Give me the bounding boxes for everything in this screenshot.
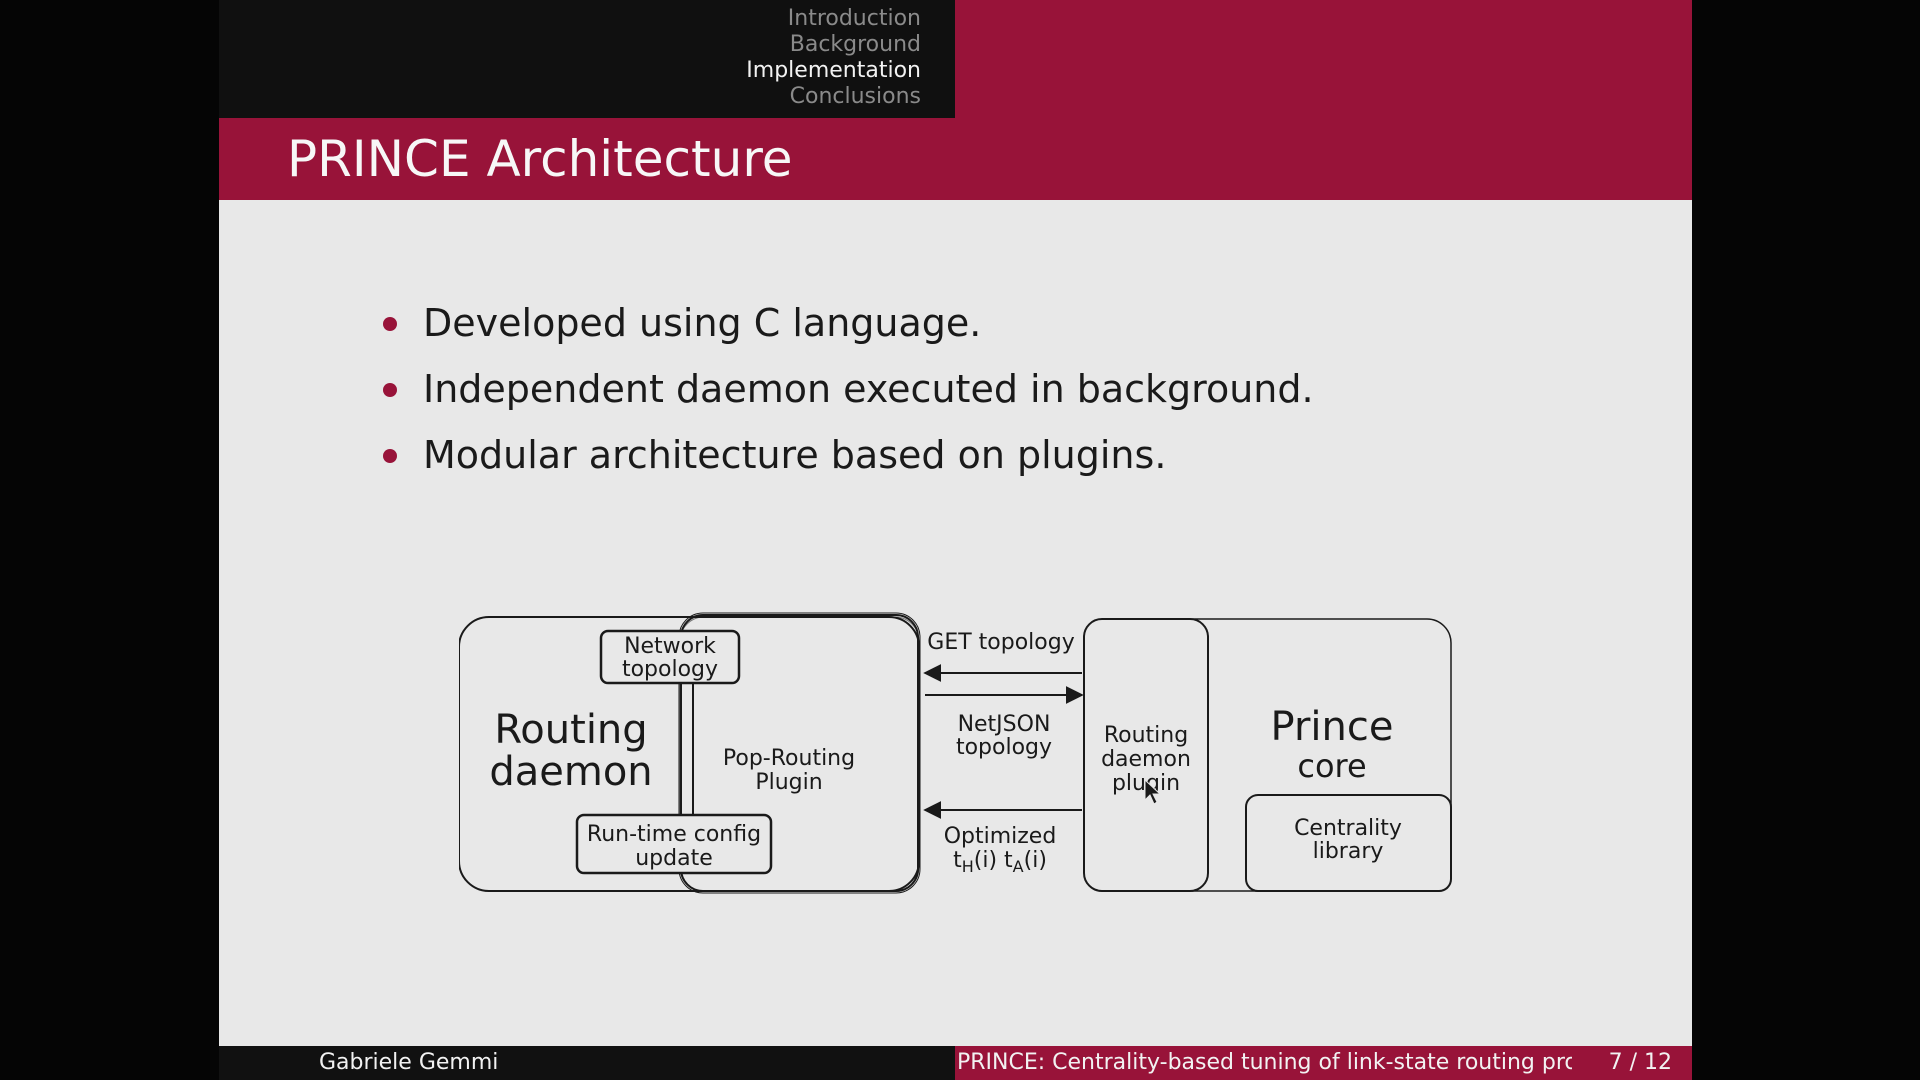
nav-item-background[interactable]: Background [789,32,921,57]
footer-author-bar: Gabriele Gemmi [219,1046,955,1080]
bullet-item: Developed using C language. [379,300,1314,366]
footer-talk-title: PRINCE: Centrality-based tuning of link-… [957,1050,1572,1075]
optimized-label-1: Optimized [944,824,1057,849]
mouse-cursor-icon [1144,778,1162,805]
rd-plugin-label-2: daemon [1101,747,1191,772]
title-bar: PRINCE Architecture [219,118,1692,200]
centrality-label-1: Centrality [1294,816,1402,841]
routing-daemon-label-2: daemon [489,749,652,795]
netjson-label-1: NetJSON [958,712,1051,737]
centrality-library-box [1245,794,1452,892]
pop-routing-label-1: Pop-Routing [723,746,855,771]
routing-daemon-plugin-box [1083,618,1209,892]
routing-daemon-label-1: Routing [494,707,647,753]
routing-daemon-box [458,616,920,892]
bullet-dot-icon [383,449,397,463]
section-list: Introduction Background Implementation C… [746,6,921,110]
network-topology-box [599,629,741,685]
slide-title: PRINCE Architecture [287,130,793,188]
bullet-dot-icon [383,317,397,331]
bullet-list: Developed using C language. Independent … [379,300,1314,498]
runtime-config-label-1: Run-time config [587,822,761,847]
bullet-item: Independent daemon executed in backgroun… [379,366,1314,432]
netjson-label-2: topology [956,735,1052,760]
footer-title-bar: PRINCE: Centrality-based tuning of link-… [955,1046,1692,1080]
footer-page-number: 7 / 12 [1608,1050,1672,1075]
pop-routing-label-2: Plugin [755,770,822,795]
nav-item-introduction[interactable]: Introduction [787,6,921,31]
bullet-text: Independent daemon executed in backgroun… [423,367,1314,411]
prince-core-label-1: Prince [1271,704,1394,750]
rd-plugin-label-1: Routing [1104,723,1188,748]
get-topology-label: GET topology [927,630,1074,655]
section-navigation: Introduction Background Implementation C… [219,0,955,118]
slide: Introduction Background Implementation C… [219,0,1692,1080]
optimized-label-2: tH(i) tA(i) [953,848,1047,876]
bullet-text: Developed using C language. [423,301,982,345]
network-topology-label-1: Network [624,634,716,659]
prince-core-label-2: core [1297,747,1366,785]
footer-author: Gabriele Gemmi [319,1050,499,1075]
centrality-label-2: library [1313,839,1384,864]
header-accent-bar [955,0,1692,118]
bullet-item: Modular architecture based on plugins. [379,432,1314,498]
network-topology-label-2: topology [622,657,718,682]
runtime-config-box [575,813,773,875]
architecture-diagram-svg: Network topology Run-time config update … [458,612,1452,894]
bullet-text: Modular architecture based on plugins. [423,433,1167,477]
nav-item-implementation[interactable]: Implementation [746,58,921,83]
architecture-diagram: Network topology Run-time config update … [458,605,1459,909]
bullet-dot-icon [383,383,397,397]
nav-item-conclusions[interactable]: Conclusions [789,84,921,109]
runtime-config-label-2: update [635,846,713,871]
